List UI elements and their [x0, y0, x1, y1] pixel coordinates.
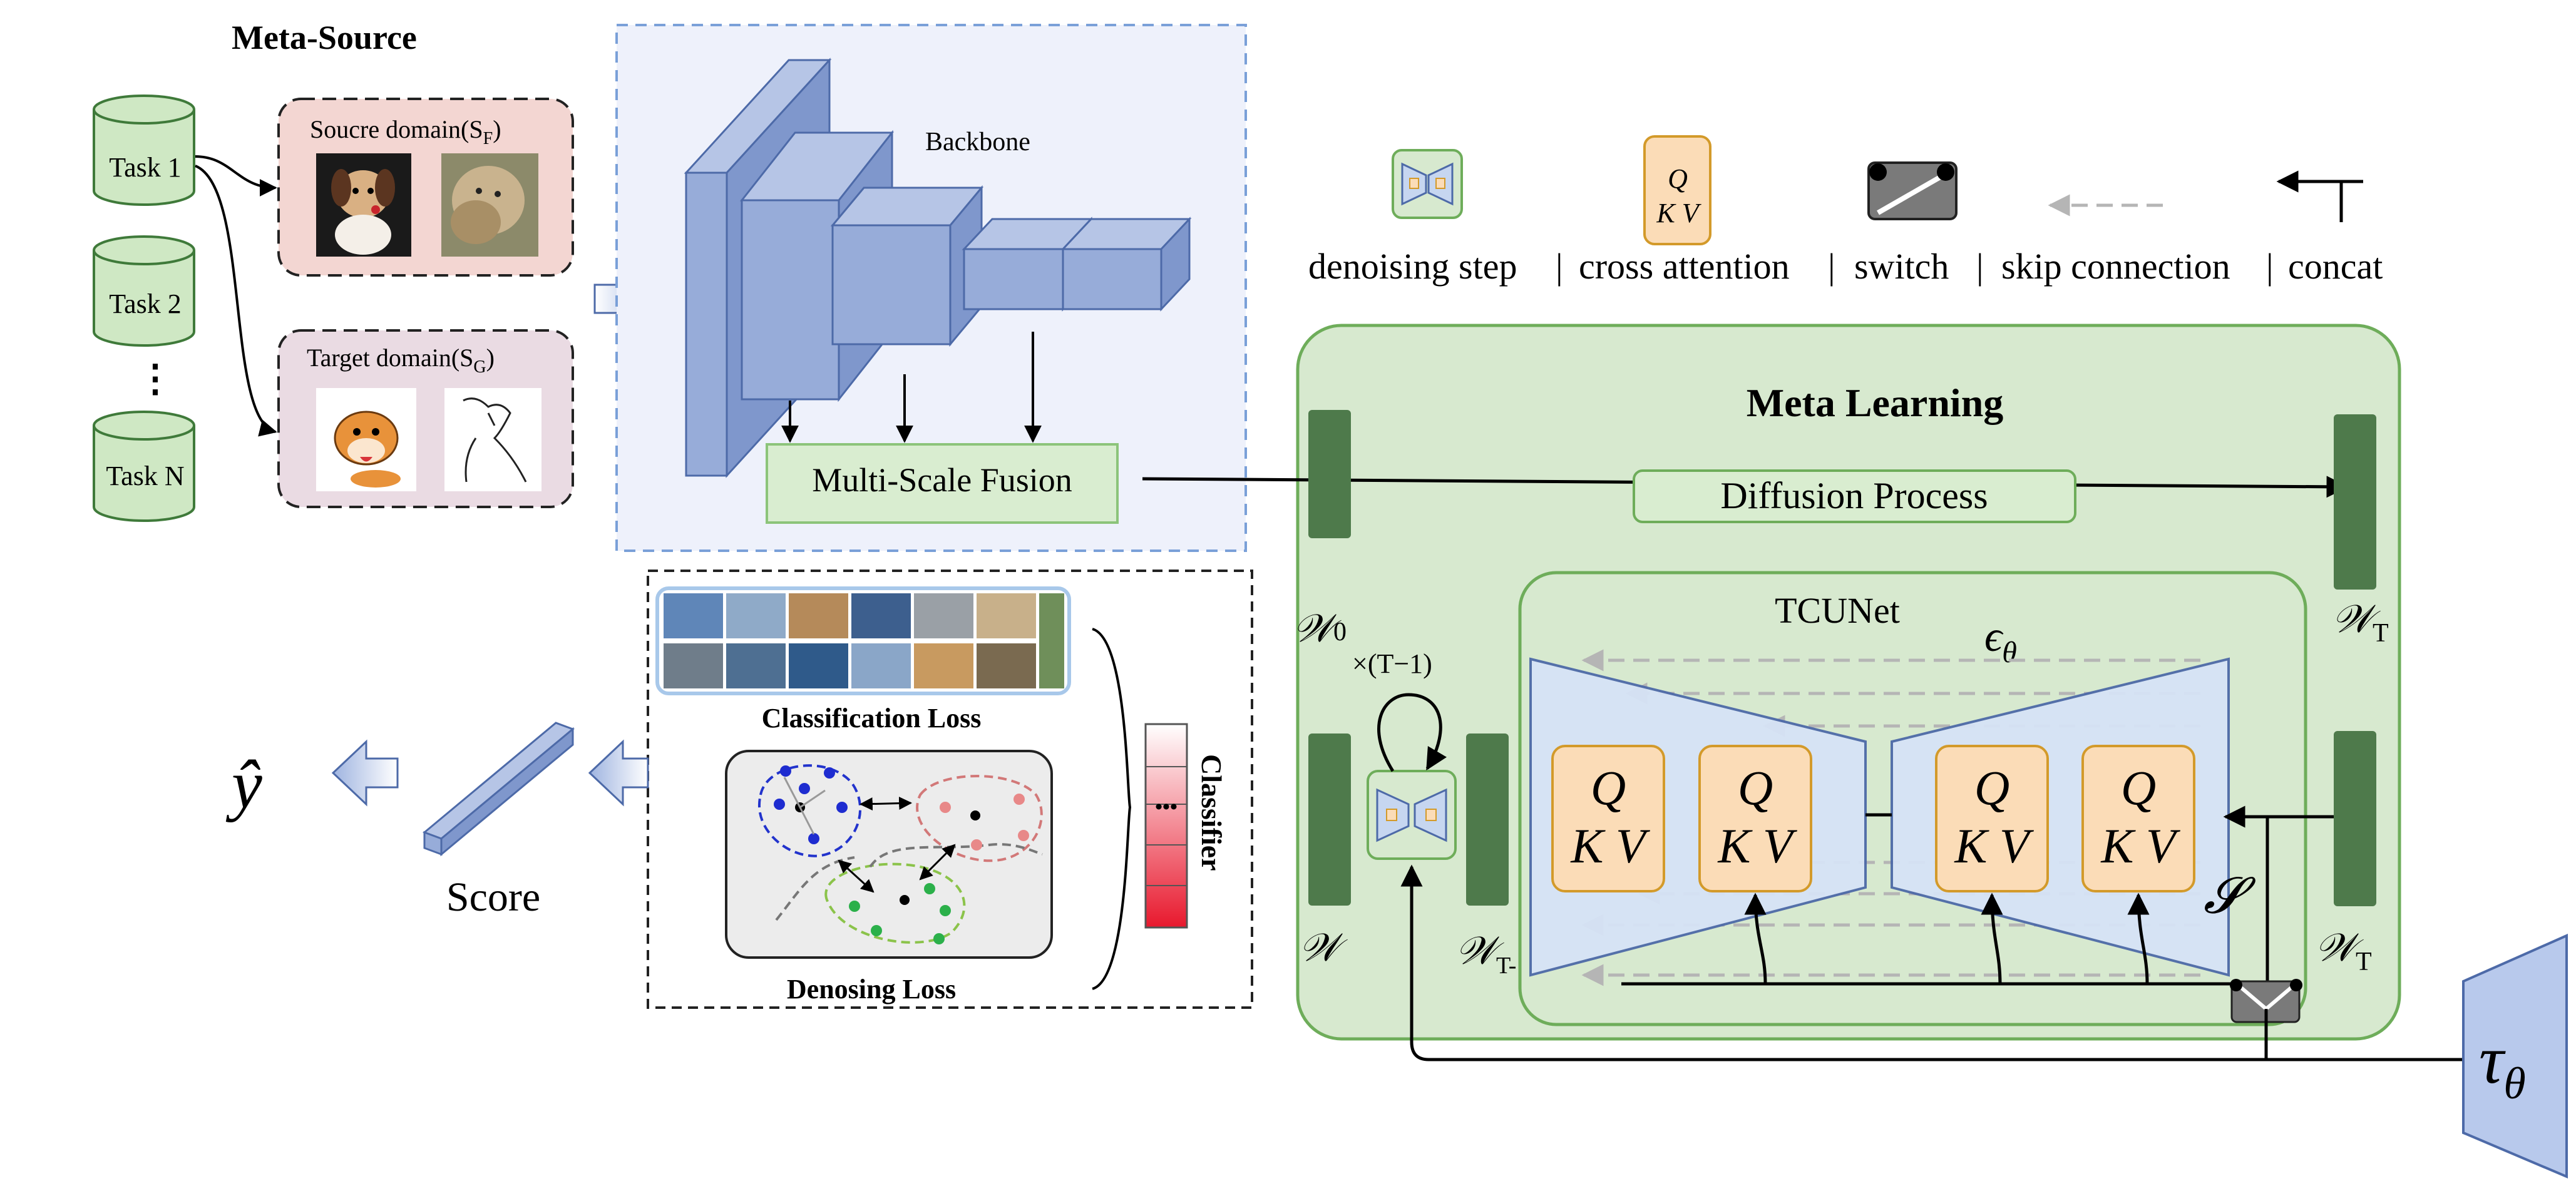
task-1-cylinder: Task 1 [93, 95, 195, 206]
target-domain-box: Target domain(SG) [277, 329, 574, 508]
tau-condition-path [1400, 864, 2463, 1061]
target-domain-label: Target domain(SG) [307, 344, 495, 377]
denoising-step-icon [1392, 149, 1463, 219]
svg-text:Q: Q [1591, 760, 1626, 815]
source-domain-box: Soucre domain(SF) [277, 98, 574, 277]
denoising-loss-clusters [725, 750, 1053, 959]
qkv-block-1: Q K V [1551, 745, 1665, 892]
svg-text:Q: Q [2121, 760, 2156, 815]
svg-text:K V: K V [1954, 819, 2035, 873]
classification-loss-label: Classification Loss [762, 703, 982, 733]
tcunet-switch [2230, 979, 2302, 1023]
classifier-bar [1144, 723, 1188, 929]
legend-denoising-step: denoising step [1308, 246, 1517, 287]
svg-text:K V: K V [1570, 819, 1651, 873]
task-n-label: Task N [106, 461, 184, 491]
arrow-task-to-source [195, 155, 277, 197]
source-domain-label: Soucre domain(SF) [310, 115, 501, 148]
arrow-score-to-yhat [331, 739, 399, 807]
tcunet-label: TCUNet [1775, 590, 1900, 631]
backbone-label: Backbone [925, 128, 1030, 156]
svg-text:Q: Q [1974, 760, 2009, 815]
classification-image-grid [655, 586, 1071, 695]
task-2-cylinder: Task 2 [93, 235, 195, 347]
loss-bracket [1092, 628, 1132, 990]
classifier-label: Classifier [1196, 754, 1228, 871]
target-sketch-dog [444, 388, 541, 491]
diffusion-process-box [1633, 469, 2076, 523]
multi-scale-fusion-label: Multi-Scale Fusion [812, 461, 1072, 499]
source-terrier-photo [441, 153, 538, 257]
score-bar [423, 722, 575, 857]
denoising-loss-label: Denosing Loss [787, 974, 956, 1004]
legend-cross-attention: cross attention [1579, 246, 1790, 287]
meta-source-title: Meta-Source [232, 19, 417, 56]
qkv-block-2: Q K V [1698, 745, 1812, 892]
svg-text:K V: K V [2100, 819, 2181, 873]
tau-theta-encoder [2462, 933, 2568, 1179]
legend-switch: switch [1854, 246, 1949, 287]
qkv-block-4: Q K V [2081, 745, 2195, 892]
task-ellipsis: ⋮ [136, 358, 174, 399]
switch-icon [1867, 161, 1958, 220]
denoising-step-block [1367, 770, 1457, 860]
arrow-loss-to-score [588, 739, 649, 807]
svg-text:Q: Q [1738, 760, 1773, 815]
svg-text:Q: Q [1668, 163, 1688, 194]
backbone-cube-3 [830, 185, 984, 347]
legend-concat: concat [2288, 246, 2383, 287]
denoising-loop-arrow [1377, 693, 1447, 772]
w0-bar [1308, 410, 1351, 538]
wt-top-bar [2334, 414, 2376, 590]
condition-lines [1621, 805, 2334, 986]
legend-labels: denoising step | cross attention | switc… [1308, 246, 2383, 287]
arrow-task-to-target [195, 165, 277, 437]
source-dog-photo [316, 153, 411, 257]
wt1-bar [1466, 733, 1509, 906]
backbone-cube-4 [962, 217, 1094, 312]
legend-sep-4: | [2266, 246, 2274, 287]
qkv-block-3: Q K V [1935, 745, 2049, 892]
w-bar [1308, 733, 1351, 906]
cross-attention-icon: Q K V [1643, 135, 1711, 245]
task-n-cylinder: Task N [93, 411, 195, 522]
svg-text:K V: K V [1656, 198, 1701, 228]
svg-text:K V: K V [1717, 819, 1798, 873]
legend-skip-connection: skip connection [2001, 246, 2230, 287]
multi-scale-fusion-box [766, 443, 1119, 524]
unet-encoder [1529, 657, 1867, 977]
legend-sep-1: | [1556, 246, 1563, 287]
task-2-label: Task 2 [109, 289, 181, 319]
legend-sep-3: | [1976, 246, 1984, 287]
legend-sep-2: | [1828, 246, 1835, 287]
wt-bottom-bar [2334, 731, 2376, 906]
tau-theta-label: τθ [2479, 1021, 2526, 1108]
y-hat-label: ŷ [225, 746, 262, 822]
target-cartoon-dog [316, 388, 416, 491]
meta-learning-title: Meta Learning [1747, 381, 2004, 425]
backbone-cube-5 [1060, 217, 1192, 312]
task-1-label: Task 1 [109, 152, 181, 183]
score-label: Score [446, 874, 540, 920]
loop-label: ×(T−1) [1352, 648, 1432, 679]
diffusion-process-label: Diffusion Process [1720, 475, 1988, 516]
concat-icon [2276, 170, 2363, 222]
classifier-dots: ••• [1155, 795, 1178, 819]
